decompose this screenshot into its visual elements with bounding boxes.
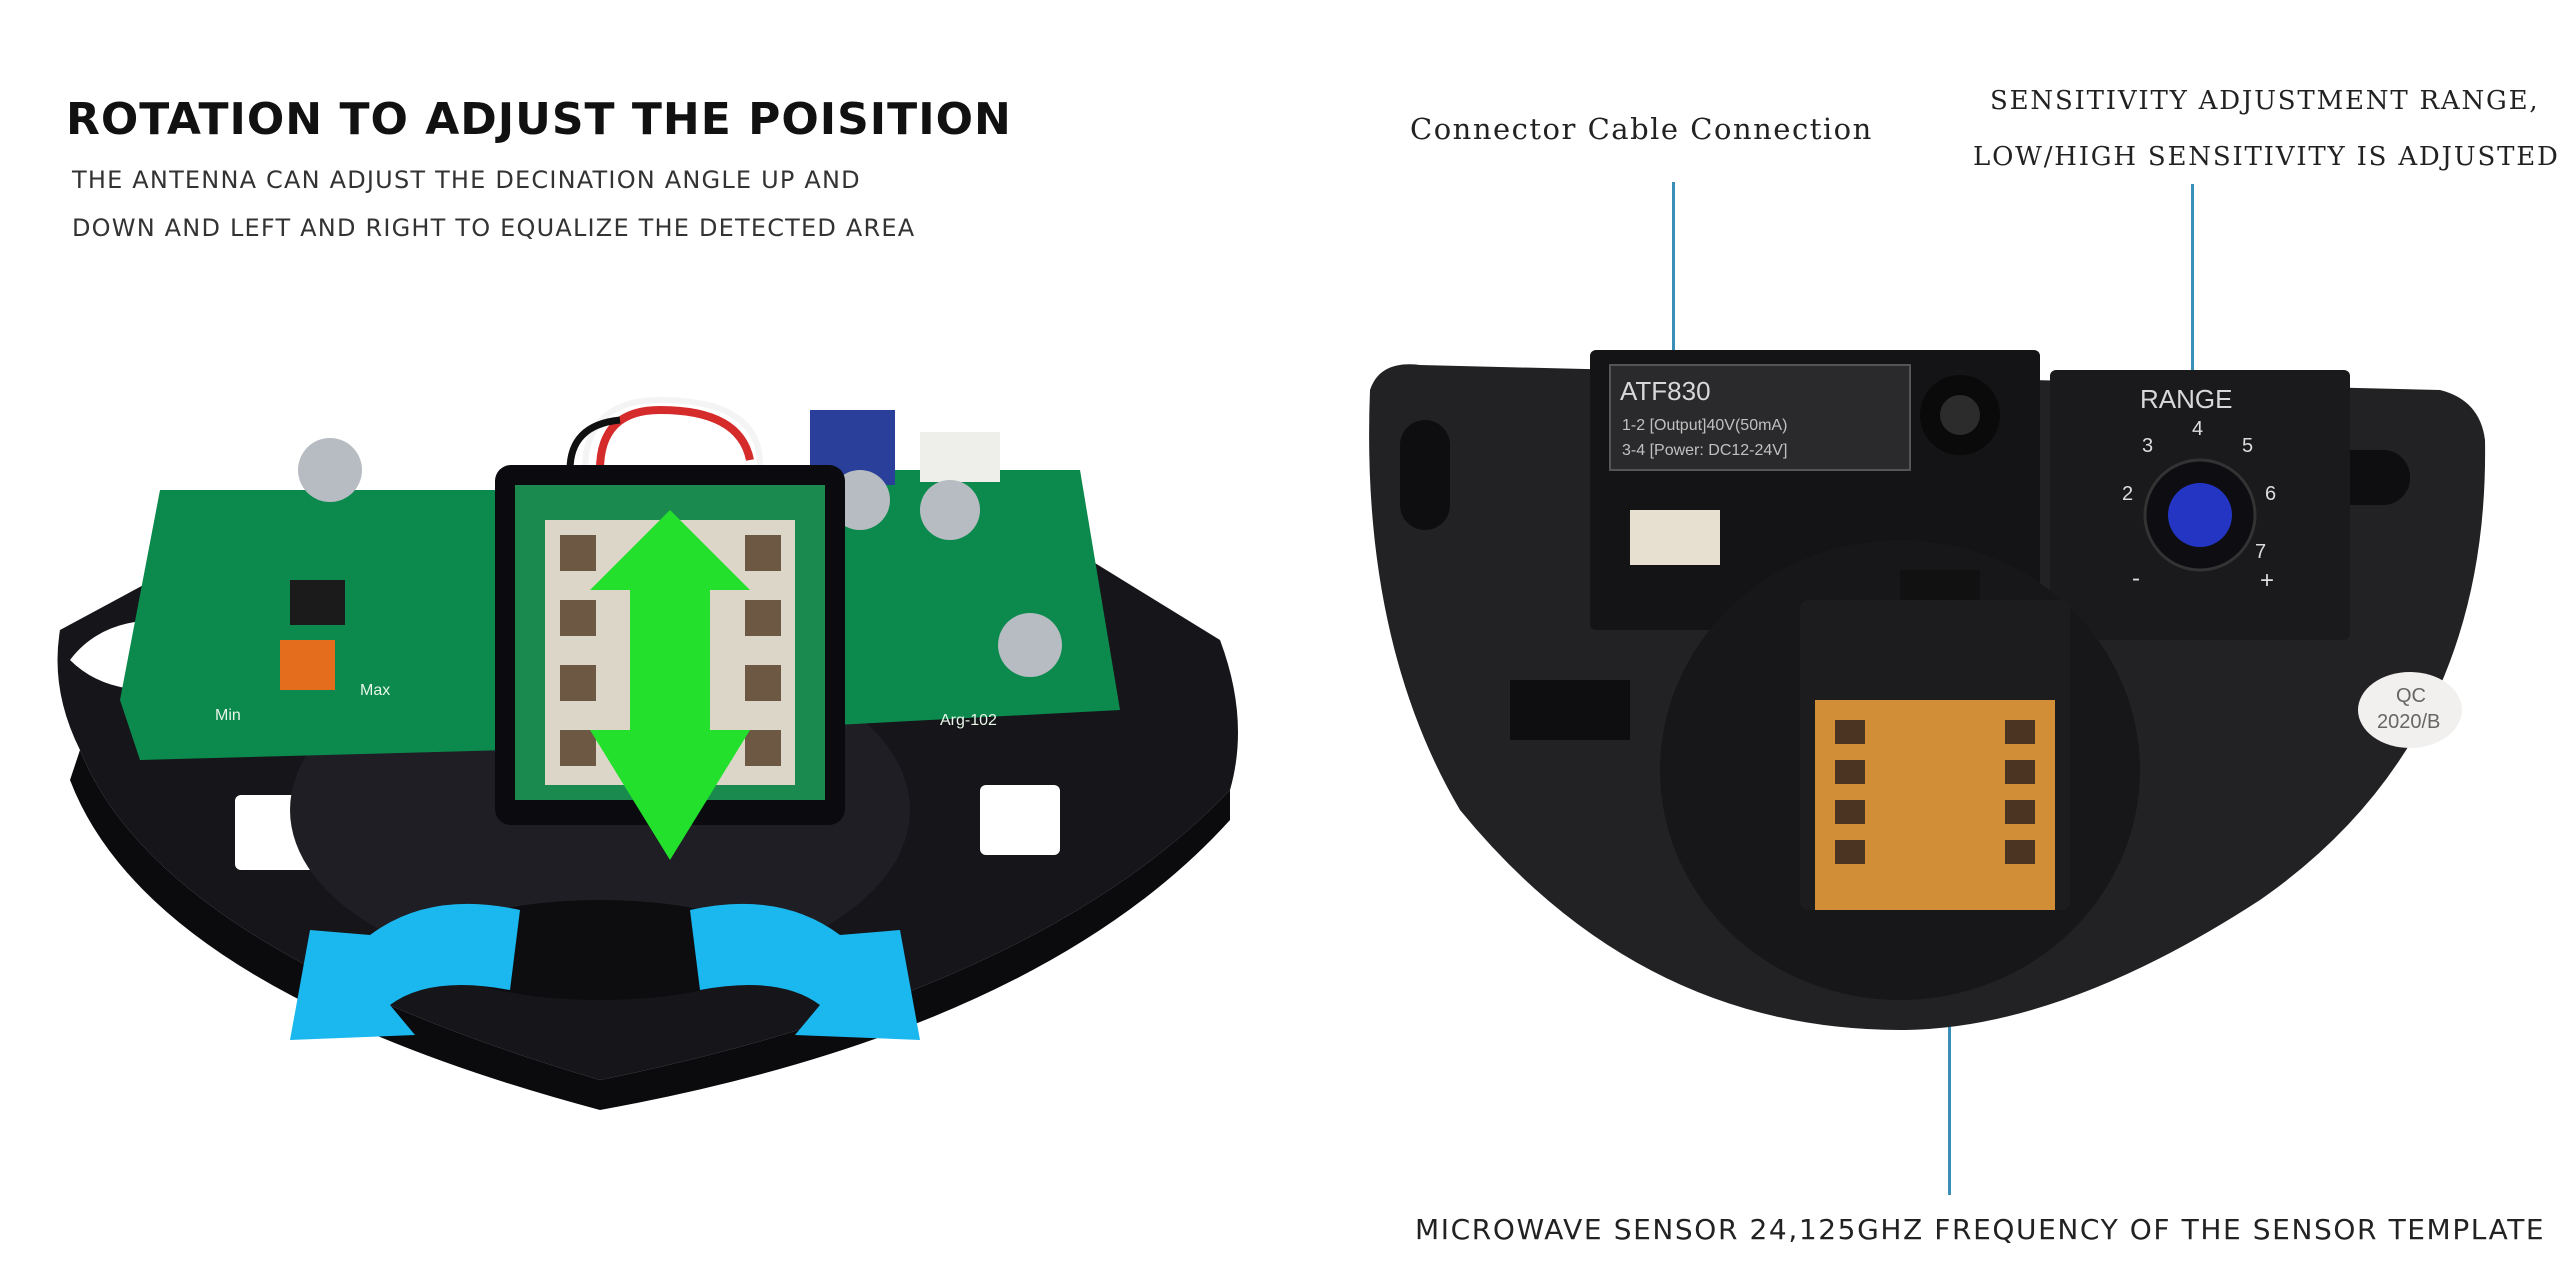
rotation-arrow-right bbox=[690, 903, 920, 1040]
sensitivity-callout-line bbox=[2191, 184, 2194, 502]
slot-left bbox=[1400, 420, 1450, 530]
rotation-arrow-left bbox=[290, 903, 520, 1040]
right-capacitor-2 bbox=[920, 480, 980, 540]
sensitivity-dial-knob[interactable] bbox=[2168, 483, 2232, 547]
trim-potentiometer bbox=[280, 640, 335, 690]
dial-number-7: 7 bbox=[2255, 541, 2266, 563]
dial-minus: - bbox=[2132, 565, 2140, 592]
vertical-adjust-arrow bbox=[590, 510, 750, 860]
base-slot-right bbox=[980, 785, 1060, 855]
connector-cable-label: Connector Cable Connection bbox=[1410, 112, 1873, 146]
dial-number-3: 3 bbox=[2142, 435, 2153, 457]
module-label-plate bbox=[1609, 364, 1911, 471]
range-label: RANGE bbox=[2140, 384, 2232, 414]
module-spec-2: 3-4 [Power: DC12-24V] bbox=[1622, 442, 1787, 459]
right-capacitor-3 bbox=[998, 613, 1062, 677]
sensitivity-label-line-1: SENSITIVITY ADJUSTMENT RANGE, bbox=[1990, 86, 2540, 116]
microwave-callout-line bbox=[1948, 895, 1951, 1195]
board-min-label: Min bbox=[215, 707, 241, 724]
sensor-back-photo: ATF830 1-2 [Output]40V(50mA) 3-4 [Power:… bbox=[1369, 350, 2486, 1030]
left-chip bbox=[290, 580, 345, 625]
rotatable-sensor-photo: Min Max Arg-102 bbox=[57, 396, 1238, 1110]
module-spec-1: 1-2 [Output]40V(50mA) bbox=[1622, 417, 1787, 434]
dial-plus: + bbox=[2260, 567, 2274, 594]
qc-line-1: QC bbox=[2396, 685, 2426, 707]
antenna-patches bbox=[560, 535, 781, 766]
dial-number-4: 4 bbox=[2192, 418, 2203, 440]
microwave-sensor-label: MICROWAVE SENSOR 24,125GHZ FREQUENCY OF … bbox=[1415, 1213, 2546, 1246]
qc-sticker bbox=[2358, 672, 2462, 748]
qc-line-2: 2020/B bbox=[2377, 711, 2440, 733]
sensor-board-patches bbox=[1835, 720, 2035, 864]
board-max-label: Max bbox=[360, 682, 390, 699]
module-model-text: ATF830 bbox=[1620, 376, 1711, 406]
dial-number-2: 2 bbox=[2122, 483, 2133, 505]
dial-number-6: 6 bbox=[2265, 483, 2276, 505]
description-line-1: THE ANTENNA CAN ADJUST THE DECINATION AN… bbox=[72, 166, 861, 194]
cable-wires bbox=[596, 405, 754, 471]
page-title: ROTATION TO ADJUST THE POISITION bbox=[66, 94, 1012, 145]
slot-lower bbox=[1510, 680, 1630, 740]
white-connector bbox=[920, 432, 1000, 482]
description-line-2: DOWN AND LEFT AND RIGHT TO EQUALIZE THE … bbox=[72, 214, 916, 242]
cable-connector bbox=[1630, 510, 1720, 565]
dial-number-5: 5 bbox=[2242, 435, 2253, 457]
sensitivity-label-line-2: LOW/HIGH SENSITIVITY IS ADJUSTED bbox=[1973, 142, 2560, 172]
board-model-label: Arg-102 bbox=[940, 712, 997, 729]
left-capacitor bbox=[298, 438, 362, 502]
